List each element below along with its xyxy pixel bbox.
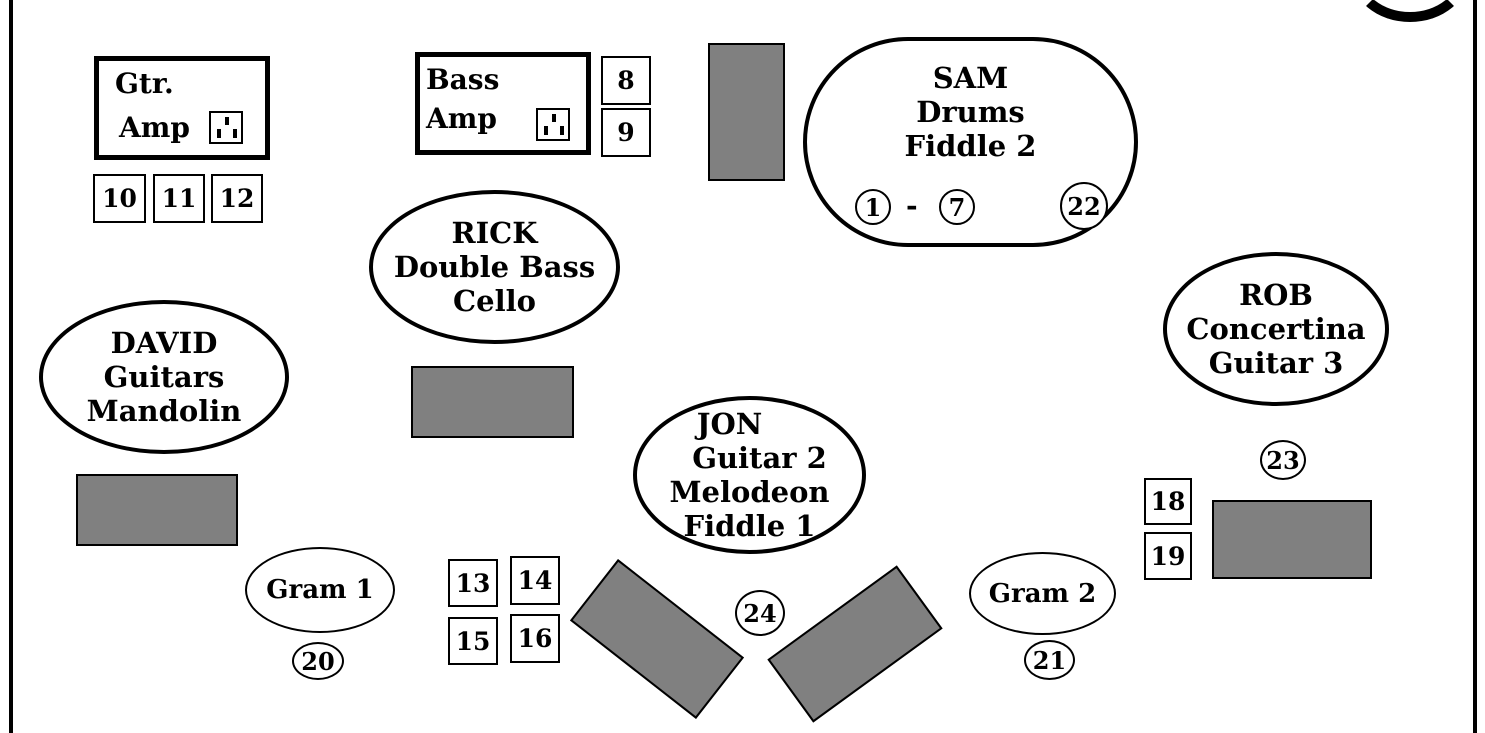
monitor-wedge-rick [411, 366, 574, 438]
musician-jon: JON Guitar 2 Melodeon Fiddle 1 [633, 396, 866, 554]
right-border-line [1473, 0, 1477, 733]
channel-box-8: 8 [601, 56, 651, 105]
musician-david: DAVID Guitars Mandolin [39, 300, 289, 454]
channel-box-9: 9 [601, 108, 651, 157]
monitor-wedge-drums [708, 43, 785, 181]
musician-instrument: Melodeon [669, 475, 830, 509]
channel-box-13: 13 [448, 559, 498, 607]
musician-gram-1: Gram 1 [245, 547, 395, 633]
musician-name: Gram 1 [266, 575, 374, 605]
bass-amp-label-1: Bass [426, 63, 500, 96]
monitor-wedge-rob [1212, 500, 1372, 579]
channel-box-16: 16 [510, 614, 560, 663]
musician-instrument: Guitar 2 [692, 441, 827, 475]
musician-instrument: Fiddle 2 [904, 129, 1037, 163]
musician-instrument: Drums [916, 95, 1025, 129]
guitar-amp-label-1: Gtr. [115, 67, 174, 100]
channel-circle-20: 20 [292, 642, 344, 680]
title-glyph-fragment [1350, 0, 1470, 22]
musician-name: ROB [1239, 278, 1313, 312]
monitor-wedge-front-left [569, 559, 745, 719]
channel-box-15: 15 [448, 617, 498, 665]
channel-box-18: 18 [1144, 478, 1192, 525]
channel-circle-7: 7 [939, 189, 975, 225]
musician-gram-2: Gram 2 [969, 552, 1116, 635]
power-outlet-icon [209, 111, 243, 144]
monitor-wedge-david [76, 474, 238, 546]
guitar-amp-label-2: Amp [119, 111, 190, 144]
channel-range-dash: - [906, 189, 918, 222]
musician-name: Gram 2 [988, 578, 1097, 609]
channel-box-14: 14 [510, 556, 560, 605]
musician-instrument: Guitar 3 [1208, 346, 1344, 380]
musician-name: DAVID [110, 326, 218, 360]
musician-name: RICK [451, 216, 538, 250]
bass-amp: Bass Amp [415, 52, 591, 155]
channel-circle-1: 1 [855, 189, 891, 225]
musician-rob: ROB Concertina Guitar 3 [1163, 252, 1389, 406]
bass-amp-label-2: Amp [426, 102, 497, 135]
channel-circle-23: 23 [1260, 440, 1306, 480]
musician-instrument: Guitars [103, 360, 225, 394]
channel-circle-24: 24 [735, 590, 785, 636]
channel-box-10: 10 [93, 174, 146, 223]
channel-circle-21: 21 [1024, 640, 1075, 680]
channel-box-11: 11 [153, 174, 205, 223]
left-border-line [9, 0, 13, 733]
power-outlet-icon [536, 108, 570, 141]
channel-box-19: 19 [1144, 532, 1192, 580]
musician-name: SAM [932, 61, 1009, 95]
musician-instrument: Concertina [1186, 312, 1366, 346]
musician-instrument: Mandolin [86, 394, 242, 428]
musician-instrument: Fiddle 1 [683, 509, 816, 543]
musician-rick: RICK Double Bass Cello [369, 190, 620, 344]
monitor-wedge-front-right [767, 565, 943, 723]
channel-box-12: 12 [211, 174, 263, 223]
guitar-amp: Gtr. Amp [94, 56, 270, 160]
musician-instrument: Cello [453, 284, 536, 318]
channel-circle-22: 22 [1060, 182, 1108, 230]
musician-instrument: Double Bass [393, 250, 596, 284]
musician-name: JON [696, 407, 763, 441]
